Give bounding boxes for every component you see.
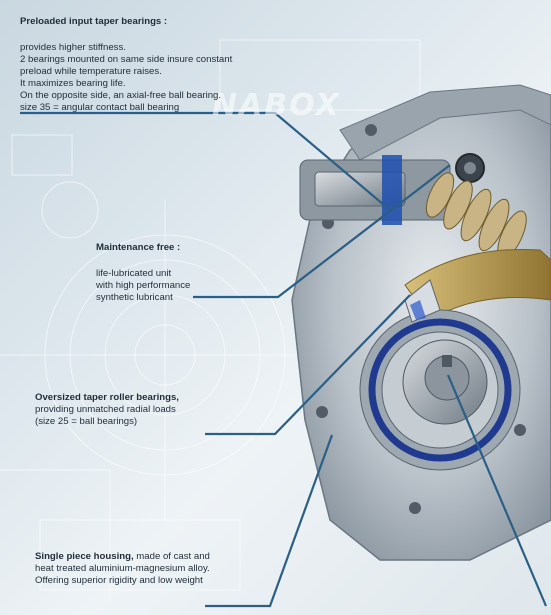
callout-line: preload while temperature raises. xyxy=(20,66,162,77)
callout-taper-roller-bearings: Oversized taper roller bearings, providi… xyxy=(35,392,245,428)
leader-line-housing xyxy=(205,434,334,608)
worm-screw xyxy=(425,172,527,260)
callout-line: synthetic lubricant xyxy=(96,292,173,303)
callout-title-rest: made of cast and xyxy=(133,551,210,562)
leader-line-preloaded xyxy=(20,111,391,211)
callout-title: Maintenance free : xyxy=(96,242,181,253)
callout-title: Single piece housing, xyxy=(35,551,134,562)
output-bearing xyxy=(359,309,521,471)
callout-line: (size 25 = ball bearings) xyxy=(35,416,138,427)
leader-lines xyxy=(20,111,548,608)
callout-line: size 35 = angular contact ball bearing xyxy=(20,102,180,113)
callout-line: 2 bearings mounted on same side insure c… xyxy=(20,54,233,65)
callout-maintenance-free: Maintenance free : life-lubricated unit … xyxy=(96,242,256,304)
callout-line: heat treated aluminium-magnesium alloy. xyxy=(35,563,210,574)
bearing-seal xyxy=(410,300,426,320)
callout-line: provides higher stiffness. xyxy=(20,42,126,53)
callout-first-line: Single piece housing, made of cast and xyxy=(35,551,265,563)
background-drawing xyxy=(0,39,421,600)
callout-single-piece-housing: Single piece housing, made of cast and h… xyxy=(35,551,265,587)
brand-watermark: NABOX xyxy=(212,88,341,123)
callout-line: with high performance xyxy=(96,280,191,291)
leader-line-taper-roller xyxy=(205,294,411,436)
callout-line: On the opposite side, an axial-free ball… xyxy=(20,90,222,101)
callout-line: providing unmatched radial loads xyxy=(35,404,176,415)
leader-line-maintenance xyxy=(193,164,451,299)
callout-title: Oversized taper roller bearings, xyxy=(35,392,179,403)
callout-line: It maximizes bearing life. xyxy=(20,78,126,89)
leader-line-output xyxy=(446,374,548,607)
worm-wheel xyxy=(404,248,551,321)
callout-title: Preloaded input taper bearings : xyxy=(20,16,168,27)
callout-preloaded-bearings: Preloaded input taper bearings : provide… xyxy=(20,16,290,114)
callout-line: Offering superior rigidity and low weigh… xyxy=(35,575,203,586)
callout-line: life-lubricated unit xyxy=(96,268,172,279)
input-shaft-section xyxy=(299,153,485,225)
